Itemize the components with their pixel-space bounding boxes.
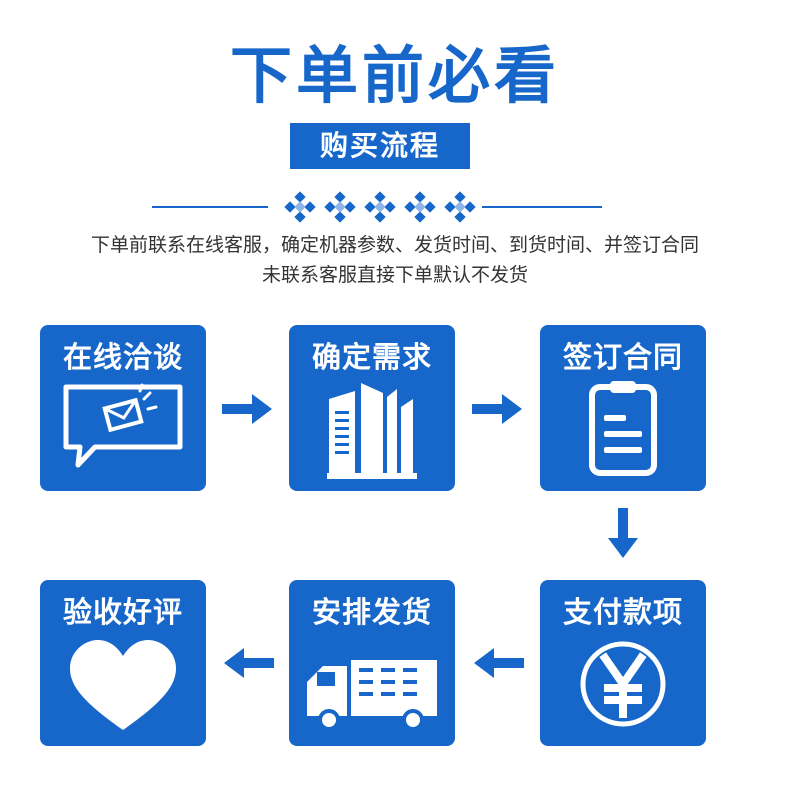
step-online-chat: 在线洽谈 xyxy=(40,325,206,491)
building-icon xyxy=(327,383,417,479)
step-shipping: 安排发货 xyxy=(289,580,455,746)
arrow-left-icon xyxy=(224,648,274,678)
step-label: 验收好评 xyxy=(62,595,183,629)
heart-icon xyxy=(70,640,176,730)
diamond-ornament xyxy=(284,191,476,223)
step-label: 确定需求 xyxy=(311,340,432,374)
divider-right xyxy=(482,206,602,208)
step-acceptance-review: 验收好评 xyxy=(40,580,206,746)
yen-icon xyxy=(580,641,666,727)
page-title: 下单前必看 xyxy=(229,39,560,112)
description-line-1: 下单前联系在线客服，确定机器参数、发货时间、到货时间、并签订合同 xyxy=(90,234,699,256)
step-label: 签订合同 xyxy=(562,340,683,374)
arrow-left-icon xyxy=(474,648,524,678)
truck-icon xyxy=(307,660,437,731)
step-label: 安排发货 xyxy=(311,595,432,629)
step-label: 在线洽谈 xyxy=(62,340,183,374)
clipboard-icon xyxy=(589,381,657,476)
subtitle-badge: 购买流程 xyxy=(290,123,470,169)
divider-left xyxy=(152,206,268,208)
arrow-right-icon xyxy=(472,394,522,424)
step-sign-contract: 签订合同 xyxy=(540,325,706,491)
chat-envelope-icon xyxy=(63,383,183,468)
step-confirm-needs: 确定需求 xyxy=(289,325,455,491)
arrow-down-icon xyxy=(608,508,638,558)
step-label: 支付款项 xyxy=(562,595,683,629)
arrow-right-icon xyxy=(222,394,272,424)
step-payment: 支付款项 xyxy=(540,580,706,746)
description-line-2: 未联系客服直接下单默认不发货 xyxy=(261,264,528,286)
